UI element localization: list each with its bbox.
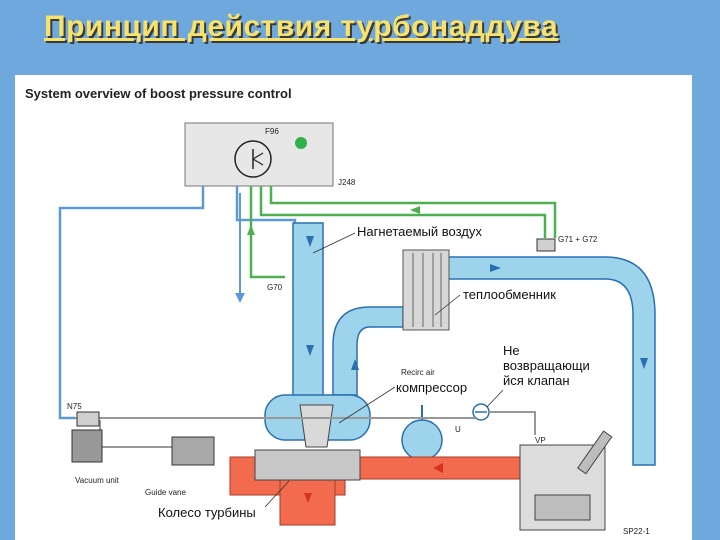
exhaust-arrows [304,463,443,503]
pressure-sensor-g71-g72 [536,238,556,252]
label-vacuum-unit: Vacuum unit [75,476,119,485]
intercooler-fins [412,253,442,327]
charge-air-piping [292,222,656,466]
label-g71-g72: G71 + G72 [558,235,598,244]
label-g70: G70 [267,283,283,292]
flow-arrows [306,236,648,370]
turbine-housing [254,449,361,481]
intercooler-core [402,249,450,331]
n75-valve-body [76,411,100,427]
label-figure-code: SP22-1 [623,527,650,536]
annotation-compressor: компрессор [395,380,469,395]
vacuum-unit [71,429,103,463]
intake-valve [577,430,613,475]
label-recirc-air: Recirc air [401,368,435,377]
diagram-title: System overview of boost pressure contro… [25,86,292,101]
annotation-turbine-wheel: Колесо турбины [157,505,257,520]
label-f96: F96 [265,127,279,136]
f96-sensor-symbol [234,140,272,178]
slide-title: Принцип действия турбонаддува [44,10,559,43]
green-signal-wires [249,186,557,279]
annotation-check-valve: Не возвращающи йся клапан [503,343,590,388]
guide-vane-actuator [171,436,215,466]
check-valve-line-3: йся клапан [503,373,570,388]
leader-lines [264,232,504,508]
compressor-wheel [299,404,334,448]
status-led [295,137,307,149]
label-vp: VP [535,436,546,445]
diagram-panel: System overview of boost pressure contro… [15,75,692,540]
annotation-charge-air: Нагнетаемый воздух [356,224,483,239]
recirculation-valve [401,419,443,461]
label-n75: N75 [67,402,82,411]
boost-system-diagram [58,122,656,531]
label-u: U [455,425,461,434]
check-valve-line-1: Не [503,343,520,358]
label-j248: J248 [338,178,356,187]
blue-signal-wires [58,186,297,420]
engine-piston [534,494,591,521]
label-guide-vane: Guide vane [145,488,186,497]
annotation-intercooler: теплообменник [462,287,557,302]
check-valve-line-2: возвращающи [503,358,590,373]
